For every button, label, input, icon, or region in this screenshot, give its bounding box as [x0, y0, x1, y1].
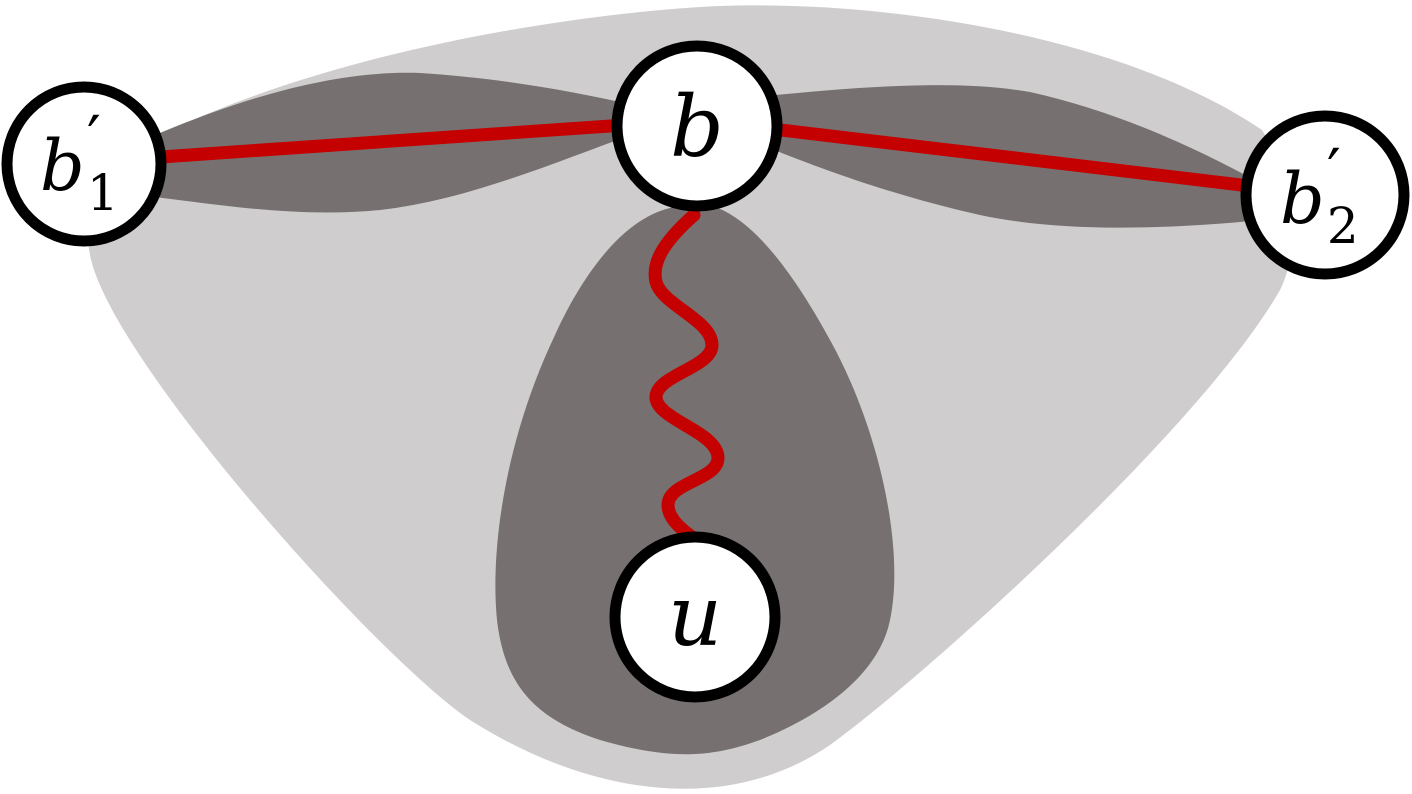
node-b2-prime: b′2	[1240, 110, 1410, 280]
node-b1-base: b	[40, 125, 85, 207]
svg-text:b′2: b′2	[1280, 135, 1359, 255]
edge-b-u-wavy	[648, 208, 725, 547]
node-b1-subscript: 1	[87, 164, 119, 222]
edge-b-b2	[690, 113, 1332, 202]
edge-b1-b	[81, 113, 704, 169]
node-b2-subscript: 2	[1327, 197, 1359, 255]
node-b2-base: b	[1280, 158, 1325, 240]
node-b2-prime-mark: ′	[1327, 135, 1341, 208]
node-b: b	[611, 40, 783, 212]
node-b1-prime-mark: ′	[87, 102, 101, 175]
node-u-label: u	[668, 567, 722, 665]
node-b-label: b	[670, 78, 724, 176]
svg-text:b′1: b′1	[40, 102, 119, 222]
node-u: u	[609, 531, 781, 703]
node-b1-prime: b′1	[1, 81, 167, 247]
